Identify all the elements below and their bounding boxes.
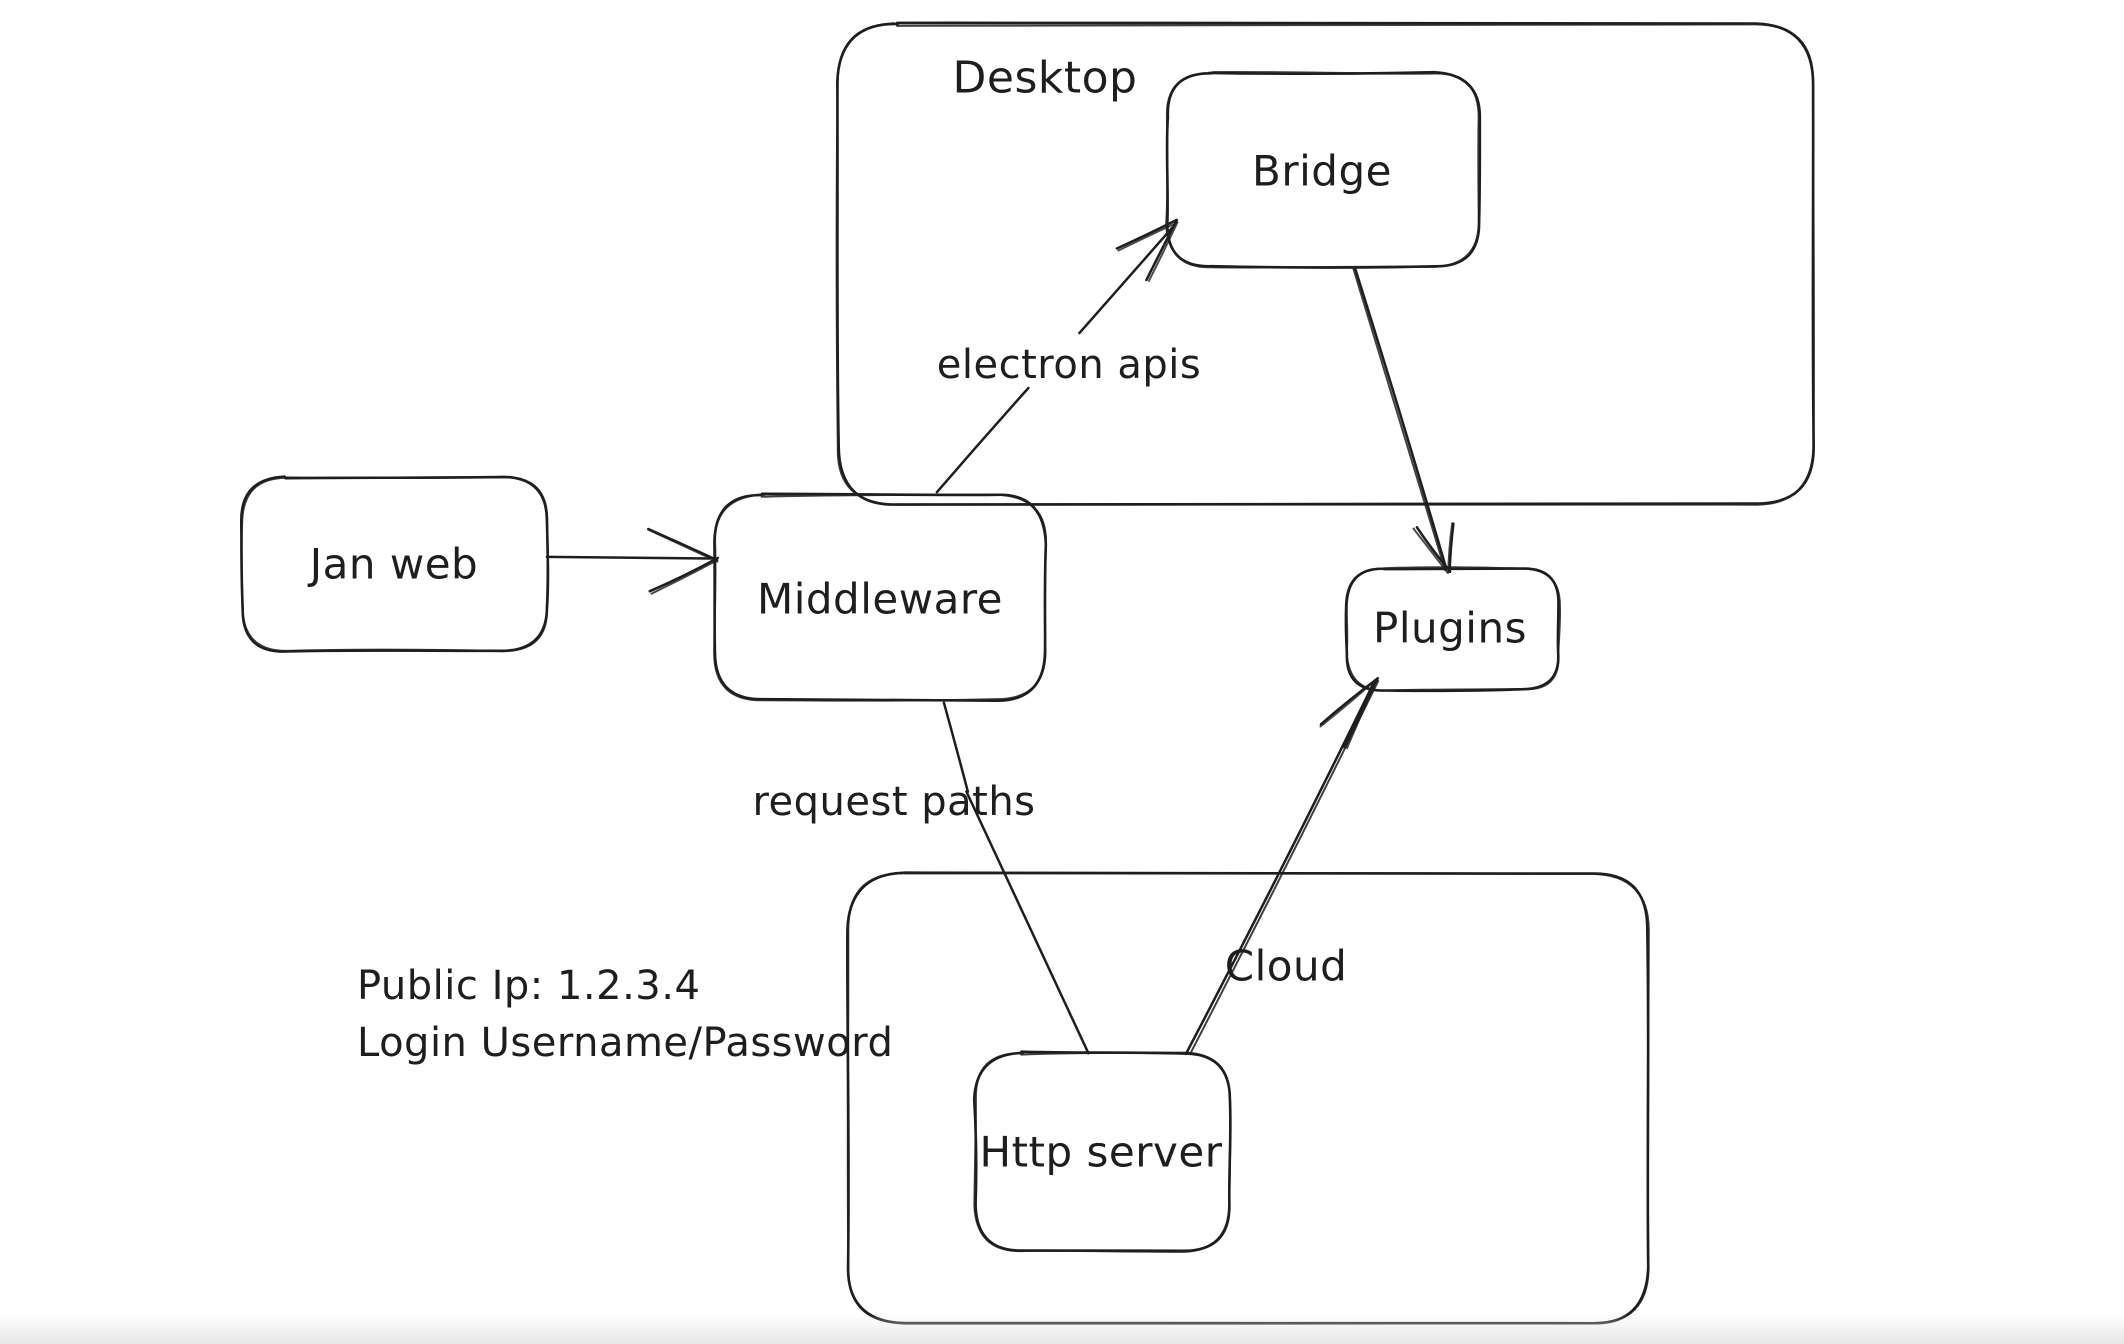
canvas-bottom-edge xyxy=(0,1314,2124,1344)
edge-janweb-to-middleware[interactable] xyxy=(545,527,720,595)
http-server-node[interactable] xyxy=(972,1050,1232,1253)
jan-web-node[interactable] xyxy=(239,475,550,653)
edge-middleware-to-httpserver[interactable] xyxy=(942,701,1090,1055)
edge-bridge-to-plugins[interactable] xyxy=(1352,266,1455,574)
plugins-node[interactable] xyxy=(1344,566,1562,693)
bridge-node[interactable] xyxy=(1165,70,1482,269)
desktop-container-shape[interactable] xyxy=(835,21,1816,506)
edge-httpserver-to-plugins[interactable] xyxy=(1184,677,1380,1056)
middleware-node[interactable] xyxy=(713,492,1048,702)
edge-middleware-to-bridge[interactable] xyxy=(935,218,1179,494)
